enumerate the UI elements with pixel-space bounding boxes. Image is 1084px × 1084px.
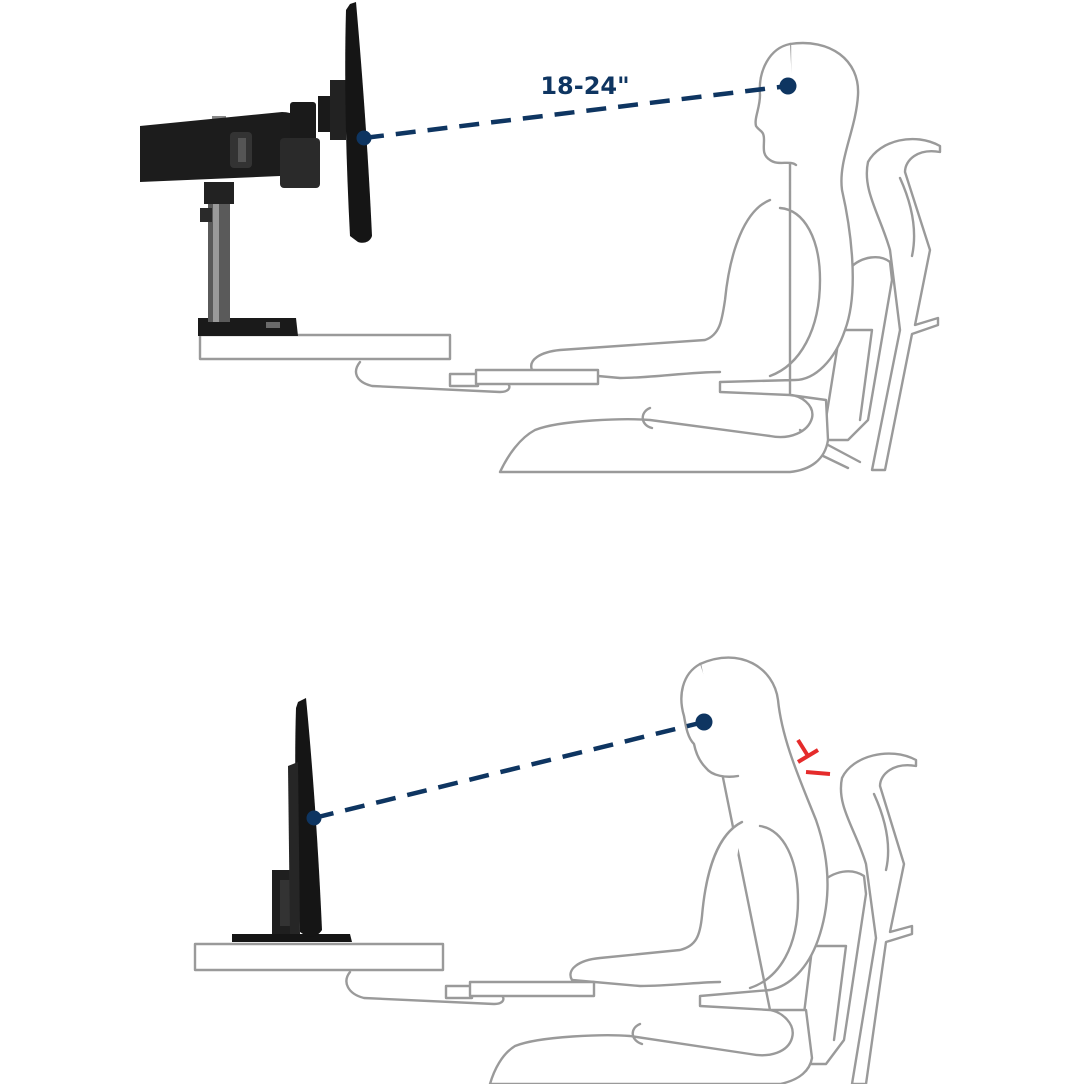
monitor-arm (140, 80, 346, 336)
strain-mark-icon (796, 738, 831, 776)
office-chair-bottom (798, 752, 918, 1084)
person-outline-top (498, 41, 860, 474)
person-outline-bottom (488, 656, 829, 1084)
monitor-top (345, 2, 372, 243)
distance-label: 18-24" (540, 72, 629, 100)
desk-bottom (193, 942, 445, 972)
top-panel: 18-24" (140, 2, 942, 474)
keyboard-tray-top (354, 360, 600, 394)
office-chair-top (788, 137, 942, 472)
monitor-stand (232, 870, 352, 942)
bottom-panel (193, 656, 918, 1084)
monitor-back-bottom (288, 762, 300, 934)
keyboard-tray-bottom (345, 970, 596, 1006)
sightline-bottom (306, 713, 713, 826)
sightline-top (356, 77, 797, 146)
desk-top (198, 333, 452, 361)
